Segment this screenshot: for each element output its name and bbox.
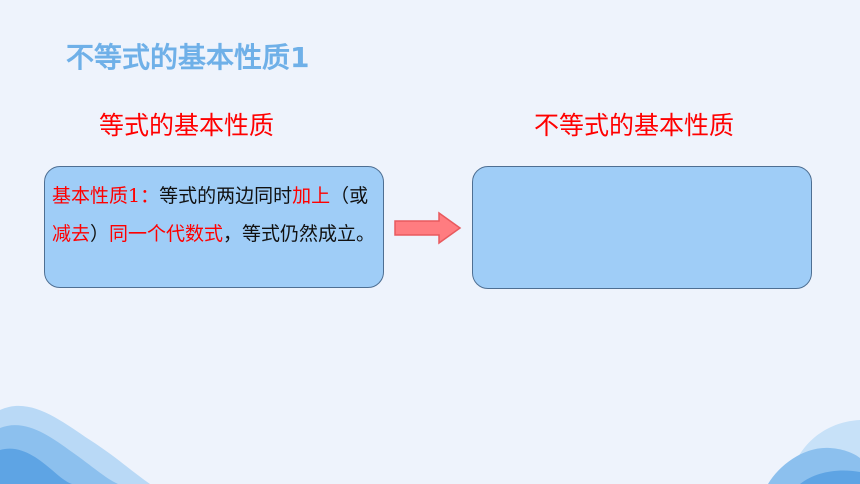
rule-highlight-expression: 同一个代数式 [109,223,224,245]
decorative-wave-right [768,420,860,484]
rule-text-1: 等式的两边同时 [159,185,293,207]
equation-property-text: 基本性质1：等式的两边同时加上（或减去）同一个代数式，等式仍然成立。 [52,177,377,253]
wave-right-front [800,470,860,484]
rule-highlight-subtract: 减去 [52,223,91,245]
rule-highlight-add: 加上 [292,185,331,207]
arrow-shape [394,211,462,245]
inequality-property-box [472,166,812,289]
right-arrow-icon [394,211,462,245]
slide-title: 不等式的基本性质1 [66,41,310,74]
decorative-wave-left [0,405,150,484]
rule-text-3: ） [90,223,110,245]
right-column-heading: 不等式的基本性质 [534,111,735,140]
property-label: 基本性质1： [52,185,160,207]
wave-left-front [0,448,72,484]
rule-text-2: （或 [330,185,369,207]
rule-text-4: ，等式仍然成立。 [223,223,376,245]
left-column-heading: 等式的基本性质 [99,111,275,140]
equation-property-box: 基本性质1：等式的两边同时加上（或减去）同一个代数式，等式仍然成立。 [44,166,384,288]
